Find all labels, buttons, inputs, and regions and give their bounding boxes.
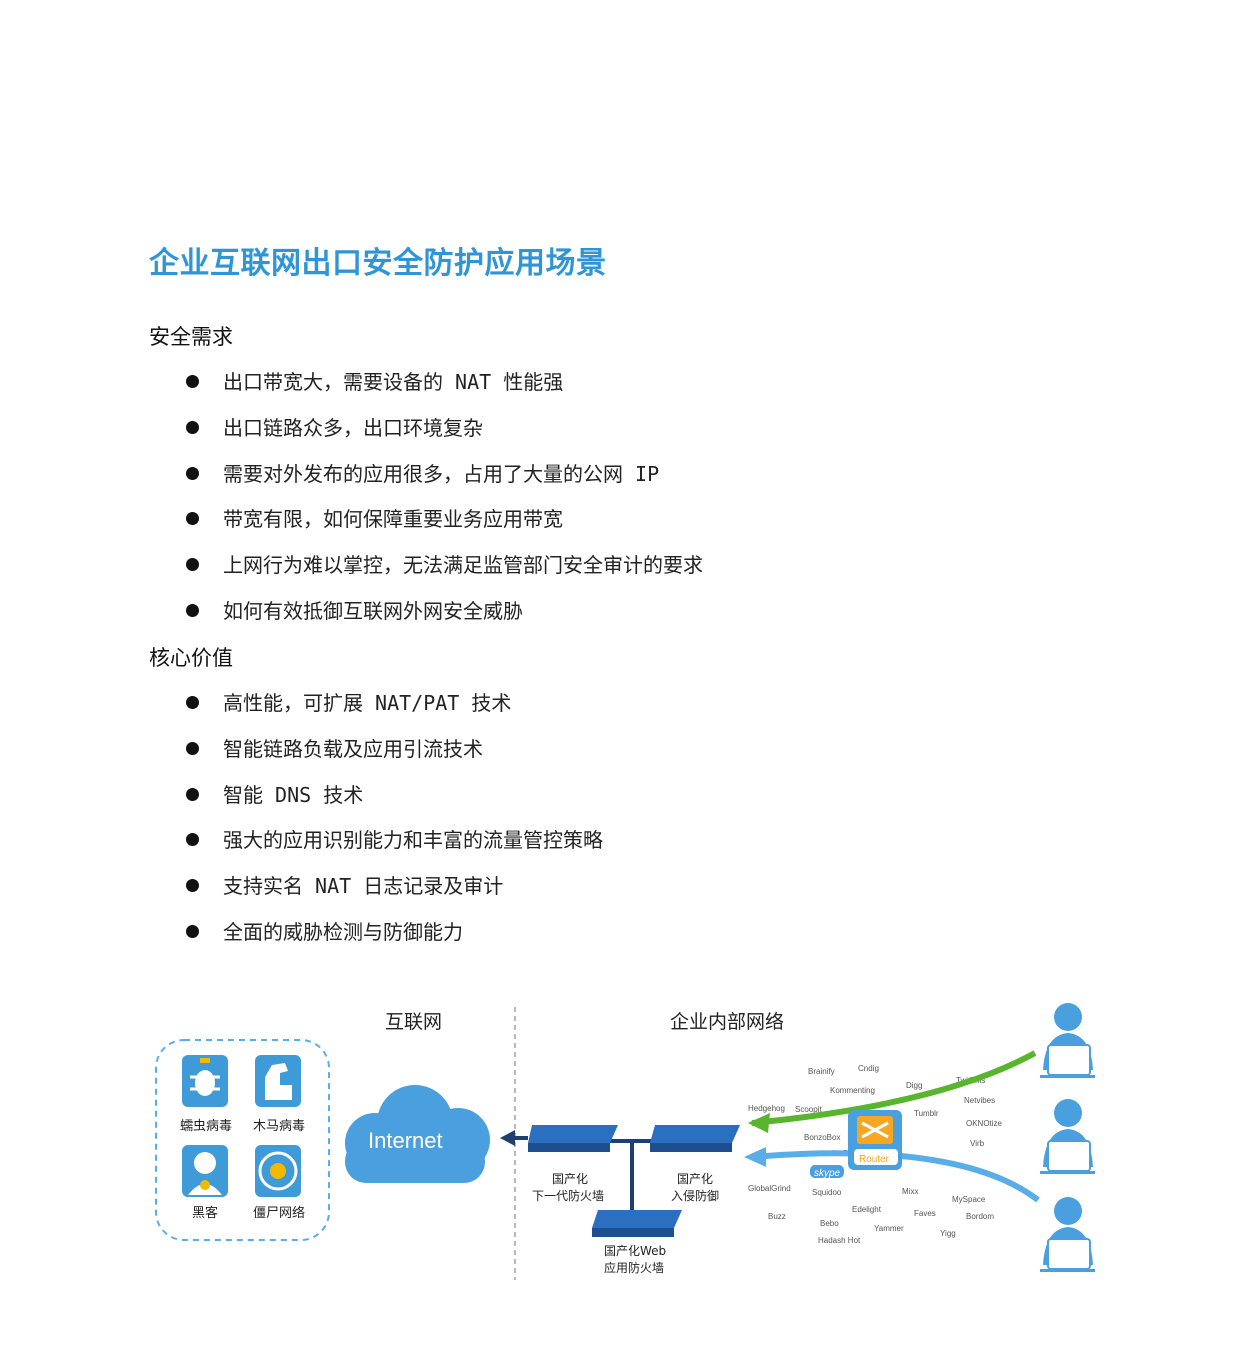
app-label: Brainify — [808, 1067, 835, 1076]
app-label: Bebo — [820, 1219, 839, 1228]
cloud-label: Internet — [368, 1128, 443, 1153]
app-label: Kommenting — [830, 1086, 875, 1095]
bullet-icon — [186, 466, 199, 480]
network-diagram: 互联网 企业内部网络 蠕虫病毒 木马病毒 黑客 僵尸网络 Internet — [155, 1003, 1095, 1280]
app-label: OKNOtize — [966, 1119, 1003, 1128]
bullet-icon — [186, 833, 199, 847]
app-label: Squidoo — [812, 1188, 842, 1197]
bullet-icon — [186, 603, 199, 617]
bullet-icon — [186, 787, 199, 801]
app-label: Cndig — [858, 1064, 879, 1073]
app-label: BonzoBox — [804, 1133, 840, 1142]
app-label: GlobalGrind — [748, 1184, 791, 1193]
app-label: Digg — [906, 1081, 922, 1090]
bullet-icon — [186, 375, 199, 388]
app-label: Edelight — [852, 1205, 882, 1214]
router-icon — [848, 1110, 902, 1170]
threat-label: 木马病毒 — [253, 1119, 305, 1134]
router-label: Router — [859, 1154, 890, 1165]
app-label: Bordom — [966, 1212, 994, 1221]
ips-device — [650, 1125, 740, 1152]
bullet-icon — [186, 741, 199, 755]
threat-label: 僵尸网络 — [253, 1205, 305, 1221]
ngfw-label: 国产化 — [552, 1172, 588, 1186]
bullet-icon — [186, 696, 199, 709]
app-label: Yigg — [940, 1229, 956, 1238]
user-icon — [1040, 1003, 1095, 1078]
threat-label: 黑客 — [192, 1205, 218, 1221]
ips-label: 国产化 — [677, 1172, 713, 1186]
app-label: MySpace — [952, 1195, 986, 1204]
app-label: Faves — [914, 1209, 936, 1218]
waf-label: 应用防火墙 — [604, 1260, 664, 1275]
app-label: Virb — [970, 1139, 985, 1148]
bullet-icon — [186, 420, 199, 434]
app-label: Hadash Hot — [818, 1236, 861, 1245]
internet-cloud — [345, 1085, 490, 1183]
waf-label: 国产化Web — [604, 1244, 666, 1258]
botnet-icon — [255, 1145, 301, 1197]
internal-section-label: 企业内部网络 — [670, 1011, 784, 1033]
bullet-icon — [186, 879, 199, 893]
outbound-arrow-icon — [500, 1130, 515, 1146]
app-label: Mixx — [902, 1187, 918, 1196]
app-label: Buzz — [768, 1212, 786, 1221]
ngfw-device — [528, 1125, 618, 1152]
app-label: Scoopit — [795, 1105, 822, 1114]
traffic-arrow — [751, 1050, 1037, 1126]
arrow-head-icon — [748, 1113, 770, 1133]
worm-icon — [182, 1055, 228, 1107]
ngfw-label: 下一代防火墙 — [532, 1188, 604, 1203]
arrow-head-icon — [744, 1147, 766, 1167]
trojan-horse-icon — [255, 1055, 301, 1107]
internet-section-label: 互联网 — [385, 1011, 442, 1033]
threat-label: 蠕虫病毒 — [180, 1119, 232, 1134]
user-icon — [1040, 1197, 1095, 1272]
app-label: Netvibes — [964, 1096, 995, 1105]
traffic-arrow — [751, 1150, 1040, 1203]
bullet-icon — [186, 558, 199, 572]
page-title: 企业互联网出口安全防护应用场景 — [149, 246, 607, 281]
app-label: Yammer — [874, 1224, 904, 1233]
security-needs-heading: 安全需求 — [149, 325, 233, 349]
threats-box — [155, 1039, 330, 1241]
bullet-icon — [186, 512, 199, 526]
app-label: Tumblr — [914, 1109, 939, 1118]
user-icon — [1040, 1099, 1095, 1174]
hacker-icon — [182, 1145, 228, 1197]
core-value-heading: 核心价值 — [149, 646, 233, 670]
skype-label: skype — [814, 1168, 841, 1179]
bullet-icon — [186, 924, 199, 938]
app-label: Hedgehog — [748, 1104, 785, 1113]
ips-label: 入侵防御 — [671, 1188, 719, 1203]
waf-device — [592, 1210, 682, 1237]
